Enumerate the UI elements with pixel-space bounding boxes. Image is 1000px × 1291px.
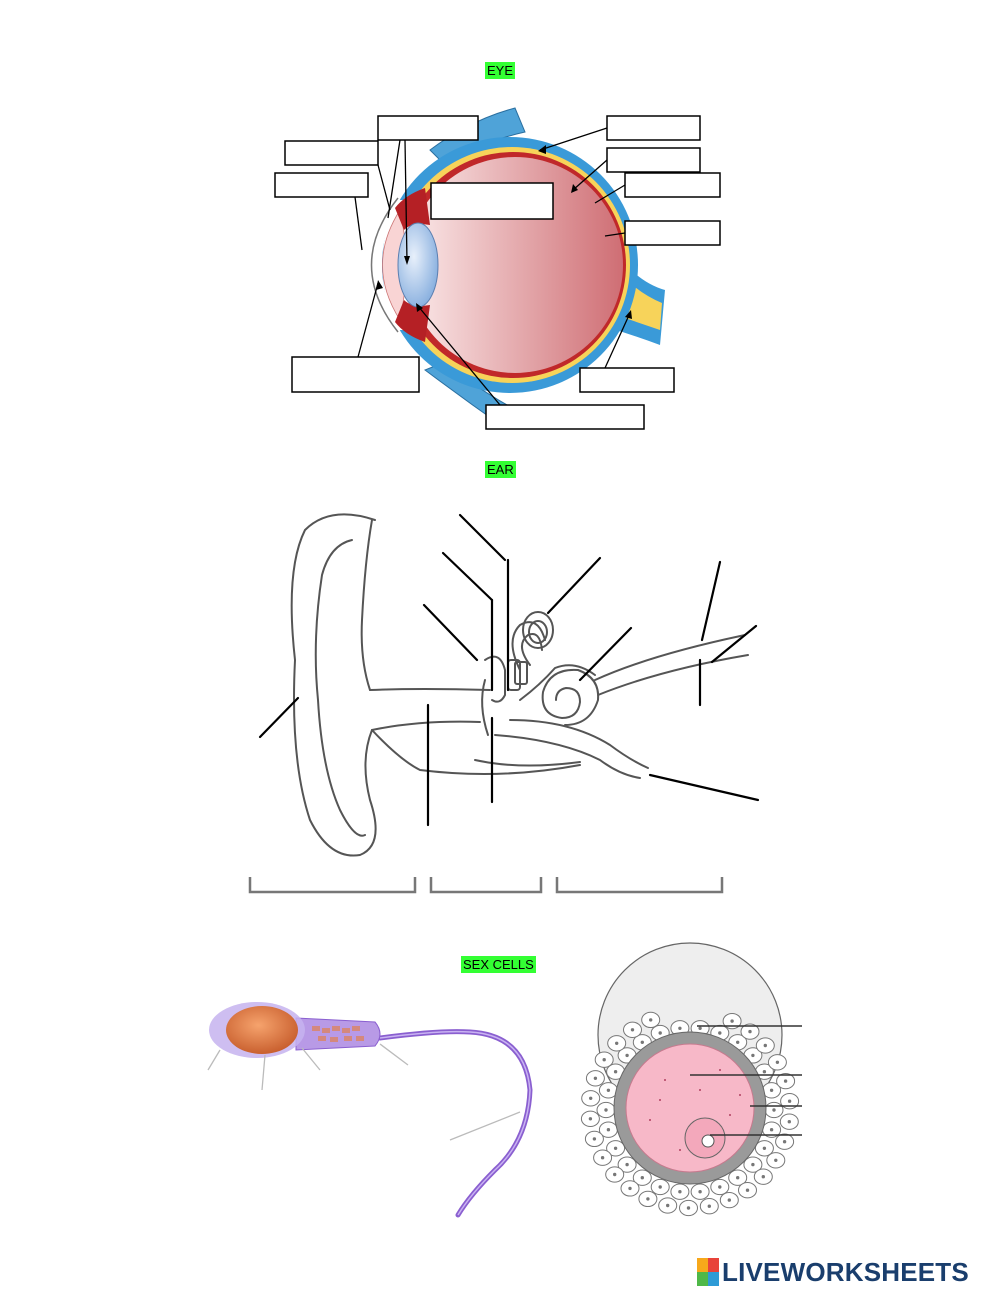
follicle-cell-nucleus: [707, 1204, 711, 1208]
iris-top: [395, 188, 430, 230]
follicle-cell-nucleus: [613, 1146, 618, 1151]
follicle-cell-nucleus: [640, 1040, 644, 1045]
eye-label-box: [485, 404, 645, 430]
pinna: [290, 513, 377, 857]
follicle-cell-nucleus: [748, 1029, 752, 1034]
follicle-cell-nucleus: [630, 1028, 635, 1032]
follicle-cell-nucleus: [613, 1070, 618, 1074]
follicle-cell-nucleus: [736, 1040, 740, 1045]
follicle-cell-nucleus: [613, 1172, 617, 1177]
follicle-cell-nucleus: [787, 1120, 791, 1124]
sex-cells-heading: SEX CELLS: [461, 956, 536, 973]
middle-ear-bracket: [429, 877, 543, 894]
eustachian-tube: [494, 734, 641, 779]
follicle-cell-nucleus: [589, 1096, 593, 1101]
follicle-cell-nucleus: [678, 1026, 682, 1031]
follicle-cell-nucleus: [615, 1041, 619, 1046]
follicle-cell-nucleus: [606, 1128, 611, 1132]
eye-label-box: [430, 182, 554, 220]
follicle-cell-nucleus: [718, 1031, 722, 1035]
cornea: [370, 197, 399, 333]
follicle-cell-nucleus: [751, 1162, 755, 1167]
follicle-cell-nucleus: [666, 1203, 670, 1208]
follicle-cell-nucleus: [763, 1043, 767, 1048]
follicle-cell-nucleus: [787, 1099, 792, 1103]
eye-label-box: [624, 172, 721, 198]
eardrum: [481, 679, 489, 736]
follicle-cell-nucleus: [625, 1162, 629, 1167]
sperm-nucleus: [226, 1006, 298, 1054]
follicle-cell-nucleus: [775, 1060, 780, 1065]
follicle-cell-nucleus: [698, 1026, 702, 1031]
semicircular-canals: [511, 621, 546, 671]
follicle-cell-nucleus: [658, 1031, 662, 1035]
eye-label-box: [377, 115, 479, 141]
follicle-cell-nucleus: [762, 1070, 767, 1074]
follicle-cell-nucleus: [592, 1137, 597, 1141]
auditory-nerve: [594, 634, 746, 681]
follicle-cell-nucleus: [718, 1185, 722, 1189]
follicle-cell-nucleus: [600, 1156, 605, 1160]
follicle-cell-nucleus: [762, 1146, 767, 1151]
follicle-cell-nucleus: [769, 1128, 774, 1132]
ossicles: [484, 655, 506, 703]
follicle-cell-nucleus: [782, 1140, 787, 1144]
eye-label-box: [606, 147, 701, 173]
ear-canal: [369, 688, 491, 691]
eye-heading: EYE: [485, 62, 516, 79]
follicle-cell-nucleus: [727, 1198, 731, 1202]
eye-label-box: [606, 115, 701, 141]
egg-nucleolus: [701, 1134, 715, 1148]
follicle-cell-nucleus: [606, 1088, 611, 1093]
eye-label-box: [284, 140, 379, 166]
follicle-cell-nucleus: [769, 1088, 774, 1093]
eye-label-box: [624, 220, 721, 246]
inner-ear-bracket: [555, 877, 724, 894]
follicle-cell-nucleus: [745, 1188, 750, 1192]
follicle-cell-nucleus: [751, 1053, 755, 1058]
liveworksheets-logo-icon: [697, 1258, 719, 1286]
follicle-cell-nucleus: [658, 1185, 662, 1189]
outer-ear-bracket: [248, 877, 417, 894]
follicle-cell-nucleus: [640, 1176, 644, 1180]
follicle-cell-nucleus: [686, 1206, 691, 1210]
ear-heading: EAR: [485, 461, 516, 478]
eye-label-boxes: [274, 115, 721, 430]
follicle-cell-nucleus: [604, 1108, 608, 1112]
follicle-cell-nucleus: [625, 1053, 629, 1058]
follicle-cell-nucleus: [736, 1176, 740, 1180]
follicle-cell-nucleus: [730, 1019, 734, 1023]
liveworksheets-brand: LIVEWORKSHEETS: [722, 1257, 969, 1287]
follicle-cell-nucleus: [772, 1108, 776, 1112]
liveworksheets-logo[interactable]: LIVEWORKSHEETS: [697, 1256, 969, 1288]
follicle-cell-nucleus: [602, 1058, 606, 1062]
follicle-cell-nucleus: [678, 1190, 682, 1194]
egg-cytoplasm: [625, 1043, 755, 1173]
follicle-cell-nucleus: [588, 1117, 593, 1121]
follicle-cell-nucleus: [646, 1197, 650, 1201]
follicle-cell-nucleus: [774, 1158, 778, 1163]
eye-label-box: [291, 356, 420, 393]
follicle-cell-nucleus: [783, 1079, 788, 1083]
cochlea: [541, 668, 600, 726]
follicle-cell-nucleus: [593, 1076, 598, 1081]
follicle-cell-nucleus: [628, 1186, 632, 1191]
eye-label-box: [579, 367, 675, 393]
follicle-cell-nucleus: [761, 1175, 765, 1179]
follicle-cell-nucleus: [649, 1018, 653, 1022]
follicle-cell-nucleus: [698, 1190, 702, 1194]
eye-label-box: [274, 172, 369, 198]
